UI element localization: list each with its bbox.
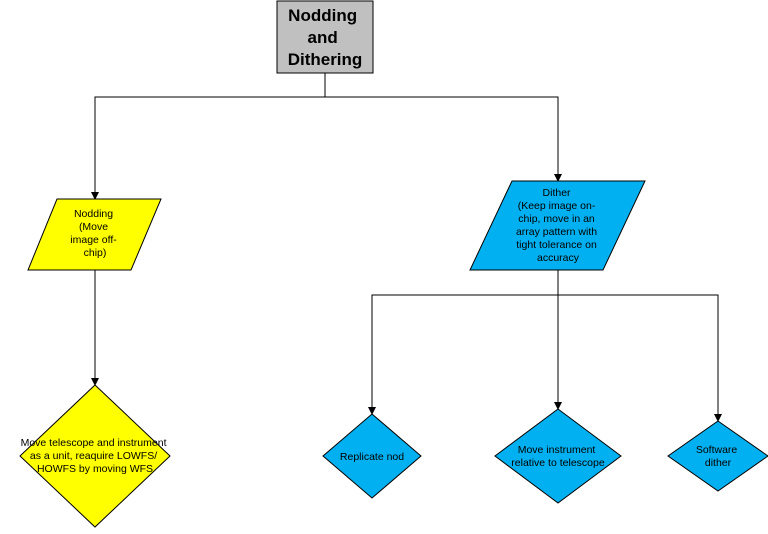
title-line-1: Nodding [288,6,357,25]
title-line-3: Dithering [288,50,363,69]
software-dither-node: Software dither [667,420,768,492]
dither-line-3: chip, move in an [518,213,595,225]
replicate-nod-node: Replicate nod [322,413,422,499]
svg-text:Move telescope and instrument: Move telescope and instrument as a unit,… [21,437,170,475]
connectors [91,73,722,422]
svg-text:Move instrument relati: Move instrument relative to telescope [511,444,605,469]
move-telescope-node: Move telescope and instrument as a unit,… [19,384,171,528]
software-dither-line-1: Software [696,444,738,456]
move-telescope-line-2: as a unit, reaquire LOWFS/ [30,450,157,462]
move-telescope-line-1: Move telescope and instrument [21,437,167,449]
svg-text:Dither (Keep image on-: Dither (Keep image on- chip, move in an … [516,187,600,264]
title-node: Nodding and Dithering [276,0,374,74]
dither-node: Dither (Keep image on- chip, move in an … [469,180,646,271]
svg-text:Software dither: Software dither [696,444,740,469]
dither-line-1: Dither [543,187,572,199]
svg-text:Nodding and Di: Nodding and Dithering [288,6,363,69]
nodding-line-3: image off- [70,234,117,246]
title-line-2: and [308,28,338,47]
move-instrument-line-1: Move instrument [518,444,596,456]
dither-line-5: tight tolerance on [516,239,597,251]
nodding-line-2: (Move [79,221,108,233]
nodding-node: Nodding (Move image off- chip) [27,198,162,271]
dither-line-2: (Keep image on- [518,200,596,212]
connector-dither-to-software-dither [558,294,722,422]
move-instrument-node: Move instrument relative to telescope [494,408,622,504]
nodding-line-1: Nodding [74,208,113,220]
svg-text:Nodding (Move: Nodding (Move image off- chip) [70,208,119,259]
connector-title-to-dither [325,96,562,182]
connector-title-to-nodding [91,73,326,200]
replicate-nod-label: Replicate nod [340,451,404,463]
nodding-line-4: chip) [84,247,107,259]
svg-text:Replicate nod: Replicate nod [340,451,404,463]
move-instrument-line-2: relative to telescope [511,457,605,469]
dither-line-4: array pattern with [516,226,597,238]
software-dither-line-2: dither [705,457,732,469]
dither-line-6: accuracy [537,252,580,264]
connector-dither-to-replicate-nod [368,270,559,415]
move-telescope-line-3: HOWFS by moving WFS [37,463,153,475]
